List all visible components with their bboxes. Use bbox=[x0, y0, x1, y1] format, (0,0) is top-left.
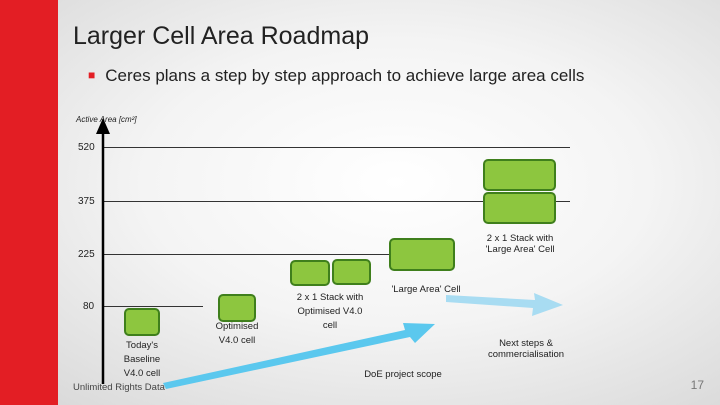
label-next-steps-line-2: commercialisation bbox=[487, 349, 565, 360]
bullet-point: ■ Ceres plans a step by step approach to … bbox=[88, 66, 584, 86]
label-today-line-2: Baseline bbox=[123, 354, 161, 365]
bullet-text: Ceres plans a step by step approach to a… bbox=[105, 66, 585, 85]
cell-stack-large-top bbox=[483, 159, 556, 191]
cell-large-area bbox=[389, 238, 455, 271]
tick-label-375: 375 bbox=[78, 196, 95, 207]
accent-sidebar bbox=[0, 0, 58, 405]
tick-label-80: 80 bbox=[83, 301, 95, 312]
label-stack-v4-line-3: cell bbox=[322, 320, 338, 331]
label-optimised-v4: Optimised V4.0 cell bbox=[207, 320, 267, 348]
gridline-225 bbox=[103, 254, 389, 255]
label-next-steps-line-1: Next steps & bbox=[499, 338, 553, 349]
label-large-area: 'Large Area' Cell bbox=[391, 284, 461, 295]
cell-today-baseline bbox=[124, 308, 160, 336]
cell-stack-v4-right bbox=[332, 259, 371, 285]
label-today-line-3: V4.0 cell bbox=[123, 368, 161, 379]
label-stack-v4-line-2: Optimised V4.0 bbox=[297, 306, 363, 317]
tick-label-225: 225 bbox=[78, 249, 95, 260]
page-number: 17 bbox=[690, 378, 704, 392]
tick-label-520: 520 bbox=[78, 142, 95, 153]
slide-title: Larger Cell Area Roadmap bbox=[73, 22, 369, 50]
cell-stack-v4-left bbox=[290, 260, 330, 286]
next-steps-arrow bbox=[446, 293, 563, 316]
doe-scope-arrow bbox=[163, 323, 435, 389]
label-stack-v4-line-1: 2 x 1 Stack with bbox=[296, 292, 364, 303]
y-axis-label: Active Area [cm²] bbox=[76, 115, 137, 124]
y-axis-arrowhead bbox=[96, 118, 110, 134]
label-doe-scope: DoE project scope bbox=[364, 369, 442, 380]
bullet-square-icon: ■ bbox=[88, 68, 96, 82]
label-today-line-1: Today's bbox=[126, 340, 158, 351]
label-stack-large-line-2: 'Large Area' Cell bbox=[485, 244, 555, 255]
label-stack-large-line-1: 2 x 1 Stack with bbox=[486, 233, 554, 244]
label-next-steps: Next steps & commercialisation bbox=[476, 338, 576, 360]
label-today-baseline: Today's Baseline V4.0 cell bbox=[112, 339, 172, 381]
gridline-520 bbox=[103, 147, 570, 148]
label-optimised-line-2: V4.0 cell bbox=[218, 335, 256, 346]
label-stack-v4: 2 x 1 Stack with Optimised V4.0 cell bbox=[285, 291, 375, 333]
gridline-80 bbox=[103, 306, 203, 307]
cell-stack-large-bottom bbox=[483, 192, 556, 224]
gridline-375 bbox=[103, 201, 570, 202]
cell-optimised-v4 bbox=[218, 294, 256, 322]
label-stack-large: 2 x 1 Stack with 'Large Area' Cell bbox=[476, 233, 564, 255]
footer-rights-text: Unlimited Rights Data bbox=[73, 382, 165, 393]
label-optimised-line-1: Optimised bbox=[215, 321, 259, 332]
